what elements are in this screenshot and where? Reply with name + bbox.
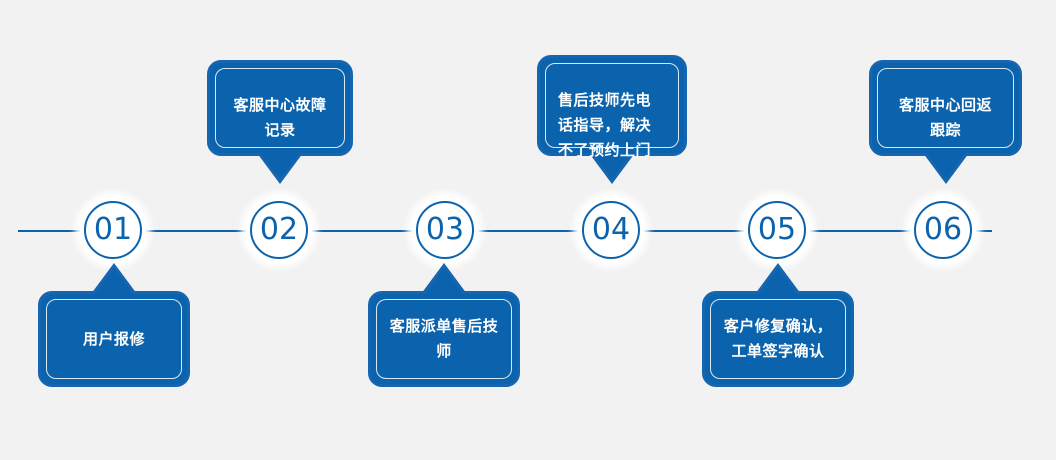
callout-tail-down-icon — [257, 153, 303, 184]
step-number-3: 03 — [425, 212, 465, 247]
callout-text-step-1: 用户报修 — [82, 330, 145, 348]
step-node-1[interactable]: 01 — [80, 197, 146, 263]
callout-step-1[interactable]: 用户报修 — [38, 263, 190, 387]
step-number-4: 04 — [591, 212, 631, 247]
callout-step-3[interactable]: 客服派单售后技师 — [368, 263, 520, 387]
callout-text-step-2: 客服中心故障记录 — [233, 97, 327, 139]
callout-step-6[interactable]: 客服中心回返 跟踪 — [869, 60, 1022, 184]
step-number-1: 01 — [93, 212, 133, 247]
callout-tail-up-icon — [91, 263, 137, 294]
step-number-5: 05 — [757, 212, 797, 247]
callout-step-4[interactable]: 售后技师先电话指导，解决不了预约上门 — [537, 55, 687, 184]
callout-step-2[interactable]: 客服中心故障记录 — [207, 60, 353, 184]
callout-tail-down-icon — [922, 153, 969, 184]
step-ring-4: 04 — [582, 201, 640, 259]
step-number-6: 06 — [923, 212, 963, 247]
step-ring-1: 01 — [84, 201, 142, 259]
callout-tail-down-icon — [589, 153, 635, 184]
callout-text-step-6: 客服中心回返 跟踪 — [898, 97, 992, 139]
step-ring-2: 02 — [250, 201, 308, 259]
callout-tail-up-icon — [755, 263, 801, 294]
callout-text-step-5: 客户修复确认， 工单签字确认 — [723, 318, 833, 360]
callout-text-step-3: 客服派单售后技师 — [389, 318, 499, 360]
callout-text-step-4: 售后技师先电话指导，解决不了预约上门 — [558, 92, 652, 159]
step-node-5[interactable]: 05 — [744, 197, 810, 263]
step-node-2[interactable]: 02 — [246, 197, 312, 263]
callout-tail-up-icon — [421, 263, 467, 294]
step-ring-3: 03 — [416, 201, 474, 259]
step-node-4[interactable]: 04 — [578, 197, 644, 263]
step-ring-6: 06 — [914, 201, 972, 259]
timeline-axis — [18, 230, 992, 232]
callout-step-5[interactable]: 客户修复确认， 工单签字确认 — [702, 263, 854, 387]
step-node-6[interactable]: 06 — [910, 197, 976, 263]
step-ring-5: 05 — [748, 201, 806, 259]
step-node-3[interactable]: 03 — [412, 197, 478, 263]
step-number-2: 02 — [259, 212, 299, 247]
